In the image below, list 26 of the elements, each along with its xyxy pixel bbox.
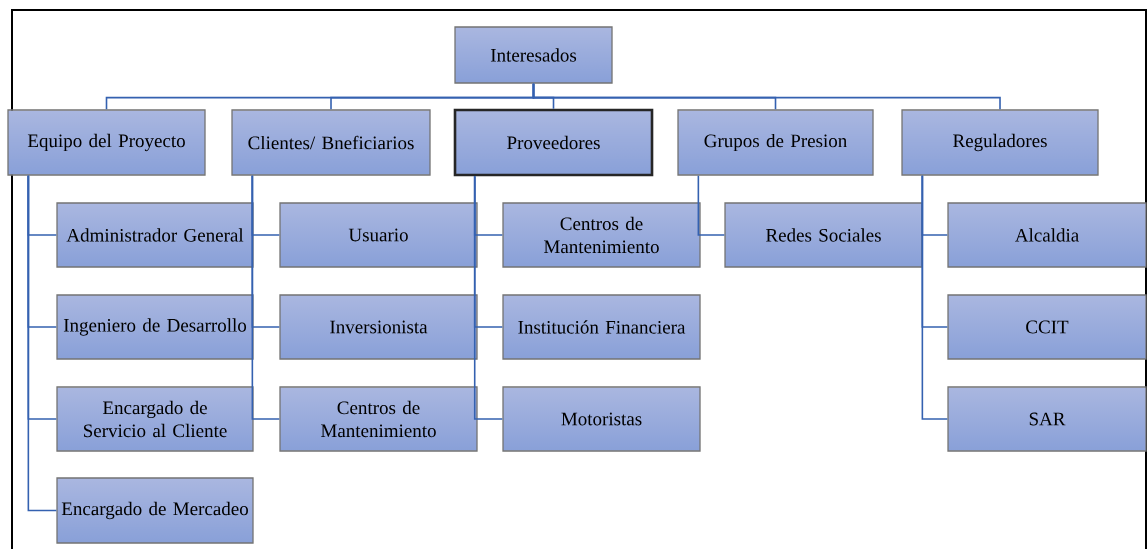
connector-line <box>27 174 58 512</box>
connector-line <box>473 175 504 420</box>
stakeholder-box: Encargado de Servicio al Cliente <box>56 386 254 452</box>
stakeholder-box: Institución Financiera <box>502 294 701 360</box>
stakeholder-box: Centros de Mantenimiento <box>279 386 478 452</box>
connector-line <box>532 82 1001 111</box>
stakeholder-box: Redes Sociales <box>724 202 923 268</box>
stakeholder-box: Motoristas <box>502 386 701 452</box>
stakeholder-box: Encargado de Mercadeo <box>56 477 254 544</box>
connector-line <box>697 174 726 236</box>
stakeholder-box: Centros de Mantenimiento <box>502 202 701 268</box>
stakeholder-box: SAR <box>947 386 1147 452</box>
stakeholder-box: Usuario <box>279 202 478 268</box>
stakeholder-box: Ingeniero de Desarrollo <box>56 294 254 360</box>
stakeholder-box: Reguladores <box>901 109 1099 176</box>
stakeholder-box: Proveedores <box>453 108 654 177</box>
stakeholder-box: CCIT <box>947 294 1147 360</box>
stakeholder-box: Inversionista <box>279 294 478 360</box>
stakeholder-box: Equipo del Proyecto <box>7 109 206 176</box>
connector-line <box>251 174 281 420</box>
stakeholder-box: Clientes/ Bneficiarios <box>231 109 431 176</box>
stakeholder-box: Interesados <box>454 26 613 84</box>
stakeholder-box: Grupos de Presion <box>677 109 874 176</box>
connector-line <box>921 174 949 420</box>
stakeholder-box: Administrador General <box>56 202 254 268</box>
stakeholder-box: Alcaldia <box>947 202 1147 268</box>
